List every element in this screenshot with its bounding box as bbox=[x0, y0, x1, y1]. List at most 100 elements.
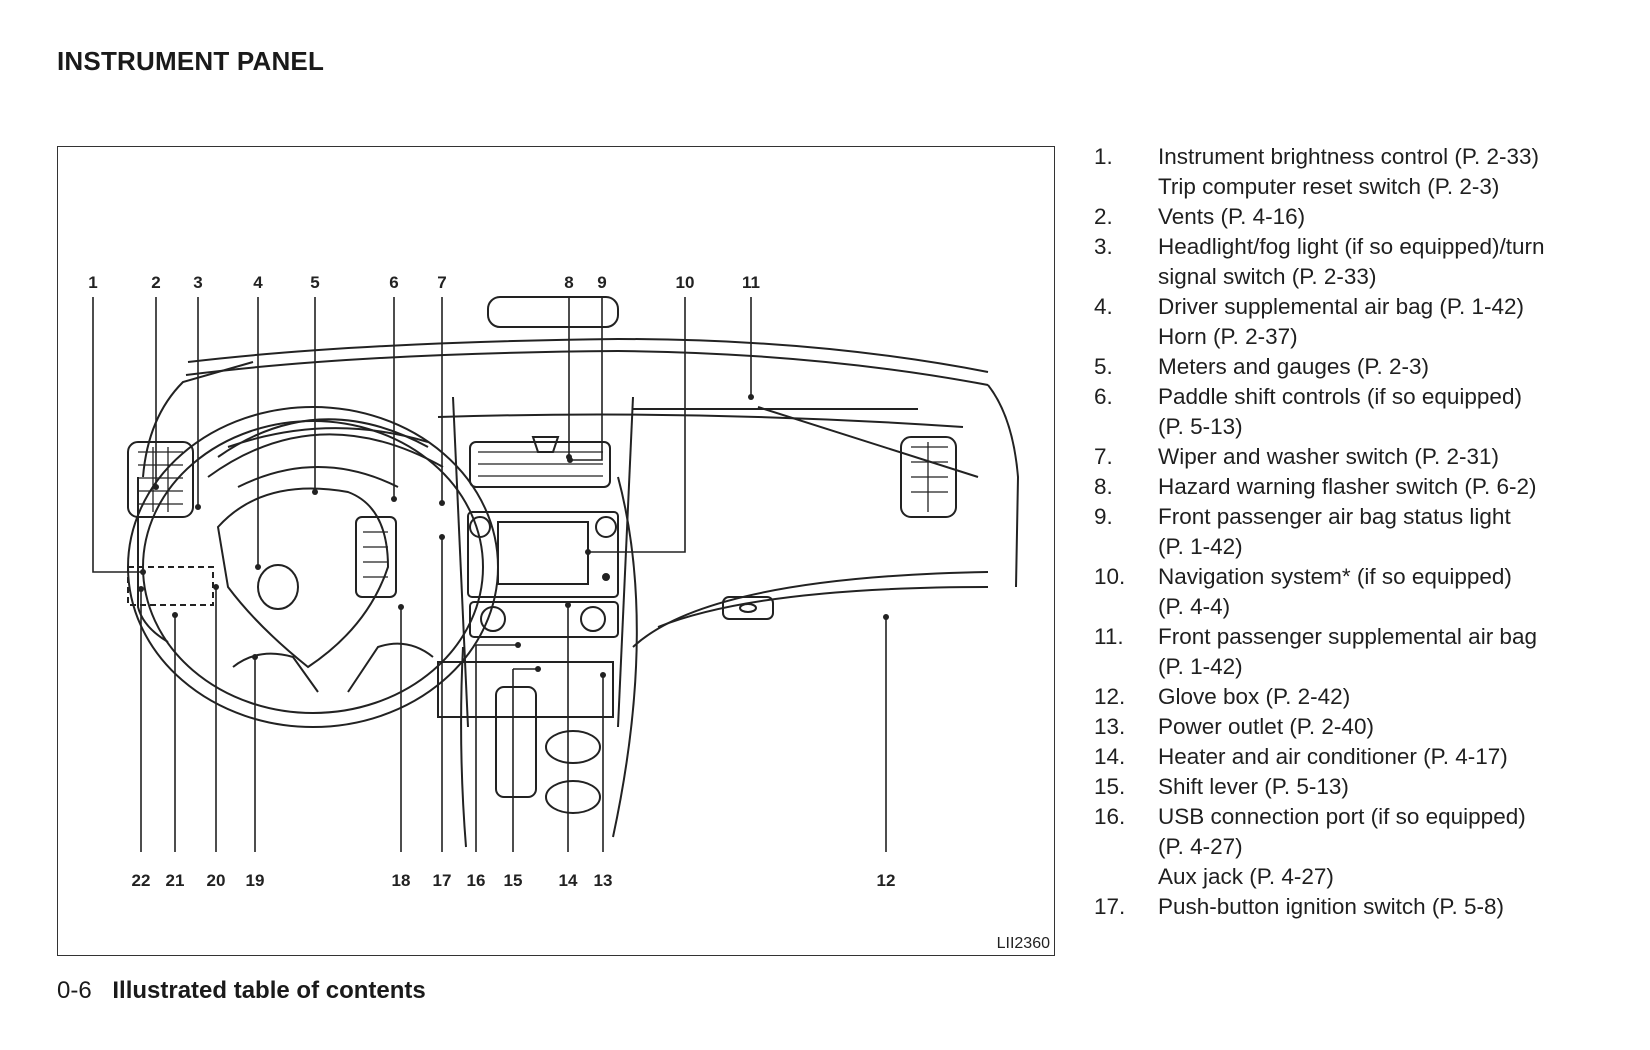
callout-19: 19 bbox=[245, 871, 265, 890]
callout-dots bbox=[138, 394, 889, 678]
legend-item-text: Hazard warning flasher switch (P. 6-2) bbox=[1158, 472, 1650, 502]
legend-item-line: Paddle shift controls (if so equipped) bbox=[1158, 384, 1522, 409]
legend-item-number: 15. bbox=[1094, 774, 1126, 799]
legend-item: 8. Hazard warning flasher switch (P. 6-2) bbox=[1094, 472, 1650, 502]
legend-item-text: Front passenger supplemental air bag(P. … bbox=[1158, 622, 1650, 682]
legend-item-line: Aux jack (P. 4-27) bbox=[1158, 864, 1334, 889]
legend-item-text: Paddle shift controls (if so equipped) (P… bbox=[1158, 382, 1650, 442]
page-footer: 0-6 Illustrated table of contents bbox=[57, 977, 426, 1005]
callout-3: 3 bbox=[193, 273, 203, 292]
legend-item-text: Front passenger air bag status light (P. … bbox=[1158, 502, 1650, 562]
legend-item: 7. Wiper and washer switch (P. 2-31) bbox=[1094, 442, 1650, 472]
callout-1: 1 bbox=[88, 273, 98, 292]
legend-item-line: Power outlet (P. 2-40) bbox=[1158, 714, 1374, 739]
legend-item-line: (P. 1-42) bbox=[1158, 534, 1243, 559]
legend-item-text: Meters and gauges (P. 2-3) bbox=[1158, 352, 1650, 382]
legend-item: 13. Power outlet (P. 2-40) bbox=[1094, 712, 1650, 742]
legend-item-text: Instrument brightness control (P. 2-33) T… bbox=[1158, 142, 1650, 202]
legend-item-line: Meters and gauges (P. 2-3) bbox=[1158, 354, 1429, 379]
legend-item-line: Push-button ignition switch (P. 5-8) bbox=[1158, 894, 1505, 919]
legend-item-line: Trip computer reset switch (P. 2-3) bbox=[1158, 174, 1500, 199]
legend-item: 6.Paddle shift controls (if so equipped)… bbox=[1094, 382, 1650, 442]
legend-item-text: Shift lever (P. 5-13) bbox=[1158, 772, 1650, 802]
legend-item-text: Headlight/fog light (if so equipped)/tur… bbox=[1158, 232, 1650, 292]
legend-item-line: USB connection port (if so equipped) bbox=[1158, 804, 1526, 829]
legend-item-text: Navigation system* (if so equipped) (P. 4… bbox=[1158, 562, 1650, 622]
legend-item-line: (P. 1-42) bbox=[1158, 654, 1243, 679]
legend-item-text: Power outlet (P. 2-40) bbox=[1158, 712, 1650, 742]
legend-item: 17. Push-button ignition switch (P. 5-8) bbox=[1094, 892, 1650, 922]
legend-item-line: Wiper and washer switch (P. 2-31) bbox=[1158, 444, 1499, 469]
leader-lines bbox=[92, 297, 887, 852]
callout-10: 10 bbox=[675, 273, 695, 292]
legend-item-number: 11. bbox=[1094, 624, 1124, 649]
legend-item: 10. Navigation system* (if so equipped) (P… bbox=[1094, 562, 1650, 622]
legend-item-line: Front passenger air bag status light bbox=[1158, 504, 1511, 529]
legend-item-number: 13. bbox=[1094, 714, 1126, 739]
callout-12: 12 bbox=[876, 871, 896, 890]
figure-id-label: LII2360 bbox=[996, 935, 1050, 952]
legend-item-text: Wiper and washer switch (P. 2-31) bbox=[1158, 442, 1650, 472]
legend-item: 14.Heater and air conditioner (P. 4-17) bbox=[1094, 742, 1650, 772]
legend-item: 3.Headlight/fog light (if so equipped)/t… bbox=[1094, 232, 1650, 292]
legend-item-line: Hazard warning flasher switch (P. 6-2) bbox=[1158, 474, 1537, 499]
callout-18: 18 bbox=[391, 871, 411, 890]
legend-item-line: Navigation system* (if so equipped) bbox=[1158, 564, 1512, 589]
legend-item-number: 1. bbox=[1094, 144, 1113, 169]
legend-item-number: 12. bbox=[1094, 684, 1126, 709]
legend-item: 1. Instrument brightness control (P. 2-33… bbox=[1094, 142, 1650, 202]
dashed-switch-area bbox=[127, 566, 214, 606]
legend-item-number: 16. bbox=[1094, 804, 1126, 829]
legend-item-number: 14. bbox=[1094, 744, 1126, 769]
glove-box bbox=[632, 571, 989, 648]
legend-item-line: Headlight/fog light (if so equipped)/tur… bbox=[1158, 234, 1545, 259]
legend-item-number: 9. bbox=[1094, 504, 1113, 529]
legend-item-line: Horn (P. 2-37) bbox=[1158, 324, 1298, 349]
callout-4: 4 bbox=[253, 273, 263, 292]
section-title: INSTRUMENT PANEL bbox=[57, 46, 325, 76]
legend-item-text: Vents (P. 4-16) bbox=[1158, 202, 1650, 232]
dashboard-outline bbox=[137, 337, 1020, 643]
legend-item-number: 17. bbox=[1094, 894, 1126, 919]
callout-8: 8 bbox=[564, 273, 574, 292]
center-stack bbox=[437, 296, 638, 848]
right-vent bbox=[900, 436, 957, 518]
legend-item-line: (P. 4-27) bbox=[1158, 834, 1243, 859]
legend-item-line: Instrument brightness control (P. 2-33) bbox=[1158, 144, 1540, 169]
steering-switch-pad bbox=[355, 516, 397, 598]
cluster-hood bbox=[207, 418, 444, 488]
legend-item-line: (P. 4-4) bbox=[1158, 594, 1231, 619]
callout-20: 20 bbox=[206, 871, 226, 890]
callout-14: 14 bbox=[558, 871, 578, 890]
callout-15: 15 bbox=[503, 871, 523, 890]
chapter-title: Illustrated table of contents bbox=[112, 977, 426, 1004]
legend-item: 2. Vents (P. 4-16) bbox=[1094, 202, 1650, 232]
callout-9: 9 bbox=[597, 273, 607, 292]
callout-6: 6 bbox=[389, 273, 399, 292]
legend-item-number: 10. bbox=[1094, 564, 1126, 589]
legend-item: 12.Glove box (P. 2-42) bbox=[1094, 682, 1650, 712]
callout-11: 11 bbox=[742, 273, 760, 292]
component-legend: 1. Instrument brightness control (P. 2-33… bbox=[1094, 142, 1650, 922]
legend-item-line: Vents (P. 4-16) bbox=[1158, 204, 1306, 229]
legend-item-line: signal switch (P. 2-33) bbox=[1158, 264, 1377, 289]
callout-17: 17 bbox=[432, 871, 452, 890]
callout-2: 2 bbox=[151, 273, 161, 292]
page-number: 0-6 bbox=[57, 977, 92, 1004]
legend-item-number: 7. bbox=[1094, 444, 1113, 469]
legend-item: 5. Meters and gauges (P. 2-3) bbox=[1094, 352, 1650, 382]
callout-16: 16 bbox=[466, 871, 486, 890]
legend-item-line: Driver supplemental air bag (P. 1-42) bbox=[1158, 294, 1525, 319]
legend-item-line: (P. 5-13) bbox=[1158, 414, 1243, 439]
legend-item-text: Push-button ignition switch (P. 5-8) bbox=[1158, 892, 1650, 922]
legend-item: 9. Front passenger air bag status light (P… bbox=[1094, 502, 1650, 562]
callout-22: 22 bbox=[131, 871, 151, 890]
callout-21: 21 bbox=[165, 871, 185, 890]
legend-item-number: 8. bbox=[1094, 474, 1113, 499]
legend-item-text: Driver supplemental air bag (P. 1-42) Hor… bbox=[1158, 292, 1650, 352]
legend-item-line: Shift lever (P. 5-13) bbox=[1158, 774, 1349, 799]
legend-item-number: 5. bbox=[1094, 354, 1113, 379]
callout-7: 7 bbox=[437, 273, 447, 292]
legend-item-number: 2. bbox=[1094, 204, 1113, 229]
legend-item-text: USB connection port (if so equipped) (P. … bbox=[1158, 802, 1650, 892]
